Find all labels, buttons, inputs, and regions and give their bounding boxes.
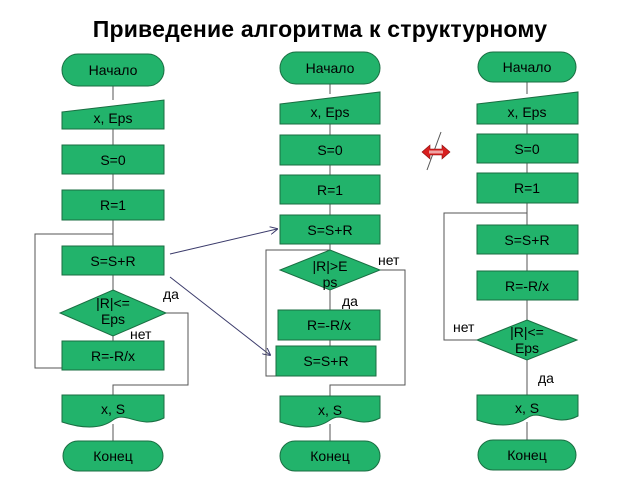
r-update-label: R=-R/x <box>505 278 549 294</box>
no-label: нет <box>130 326 152 342</box>
double-arrow-icon <box>421 131 451 171</box>
output-label: x, S <box>515 400 539 416</box>
end-label: Конец <box>310 448 349 464</box>
output-label: x, S <box>101 401 125 417</box>
s-init-block <box>279 134 381 166</box>
output-document <box>476 394 579 426</box>
yes-label: да <box>342 293 358 309</box>
s-add-2-block <box>275 345 377 377</box>
s-add-block <box>61 245 165 276</box>
condition-diamond <box>58 289 168 337</box>
s-init-label: S=0 <box>100 152 126 168</box>
condition-diamond <box>278 249 382 291</box>
condition-label-1: |R|<= <box>510 324 544 340</box>
end-terminal <box>477 439 577 471</box>
end-terminal <box>279 440 381 472</box>
s-init-block <box>61 144 165 175</box>
r-update-block <box>476 270 579 301</box>
input-block <box>476 91 579 125</box>
input-block <box>61 99 165 130</box>
output-document <box>279 395 381 428</box>
input-label: x, Eps <box>94 110 133 126</box>
s-init-label: S=0 <box>317 142 343 158</box>
end-label: Конец <box>507 447 546 463</box>
s-init-block <box>476 133 579 164</box>
condition-label-1: |R|<= <box>96 295 130 311</box>
s-add-block <box>279 214 381 245</box>
flowchart-1: Начало x, Eps S=0 R=1 S=S+R |R|<= Eps да… <box>34 53 189 472</box>
output-document <box>61 394 165 428</box>
start-label: Начало <box>89 62 138 78</box>
s-add-label: S=S+R <box>90 253 135 269</box>
no-label: нет <box>378 252 400 268</box>
r-init-block <box>61 189 165 221</box>
start-label: Начало <box>306 60 355 76</box>
s-add-block <box>476 224 579 255</box>
transition-arrow-upper <box>169 229 277 255</box>
condition-label-2: Eps <box>101 311 125 327</box>
end-label: Конец <box>93 448 132 464</box>
transition-arrow-lower <box>169 276 270 355</box>
condition-diamond <box>475 319 579 361</box>
r-init-label: R=1 <box>317 182 343 198</box>
input-block <box>279 91 381 125</box>
condition-label-2: ps <box>323 274 338 290</box>
input-label: x, Eps <box>508 104 547 120</box>
output-label: x, S <box>318 402 342 418</box>
start-terminal <box>61 53 165 87</box>
r-update-label: R=-R/x <box>307 317 351 333</box>
r-update-block <box>61 340 165 371</box>
r-init-block <box>476 172 579 204</box>
s-add-label: S=S+R <box>504 232 549 248</box>
yes-label: да <box>538 370 554 386</box>
condition-label-1: |R|>E <box>313 258 348 274</box>
s-add-2-label: S=S+R <box>303 353 348 369</box>
start-terminal <box>477 51 577 83</box>
r-init-label: R=1 <box>514 180 540 196</box>
yes-label: да <box>163 286 179 302</box>
input-label: x, Eps <box>311 104 350 120</box>
end-terminal <box>62 440 164 472</box>
s-init-label: S=0 <box>514 141 540 157</box>
s-add-label: S=S+R <box>307 222 352 238</box>
start-label: Начало <box>503 59 552 75</box>
r-init-block <box>279 174 381 205</box>
r-init-label: R=1 <box>100 197 126 213</box>
flowchart-2: Начало x, Eps S=0 R=1 S=S+R |R|>E ps нет… <box>265 51 406 472</box>
slide-title: Приведение алгоритма к структурному <box>92 16 548 42</box>
flowchart-3: Начало x, Eps S=0 R=1 S=S+R R=-R/x нет |… <box>443 51 579 471</box>
condition-label-2: Eps <box>515 340 539 356</box>
no-label: нет <box>453 319 475 335</box>
start-terminal <box>279 51 381 85</box>
r-update-label: R=-R/x <box>91 348 135 364</box>
r-update-block <box>277 309 381 341</box>
